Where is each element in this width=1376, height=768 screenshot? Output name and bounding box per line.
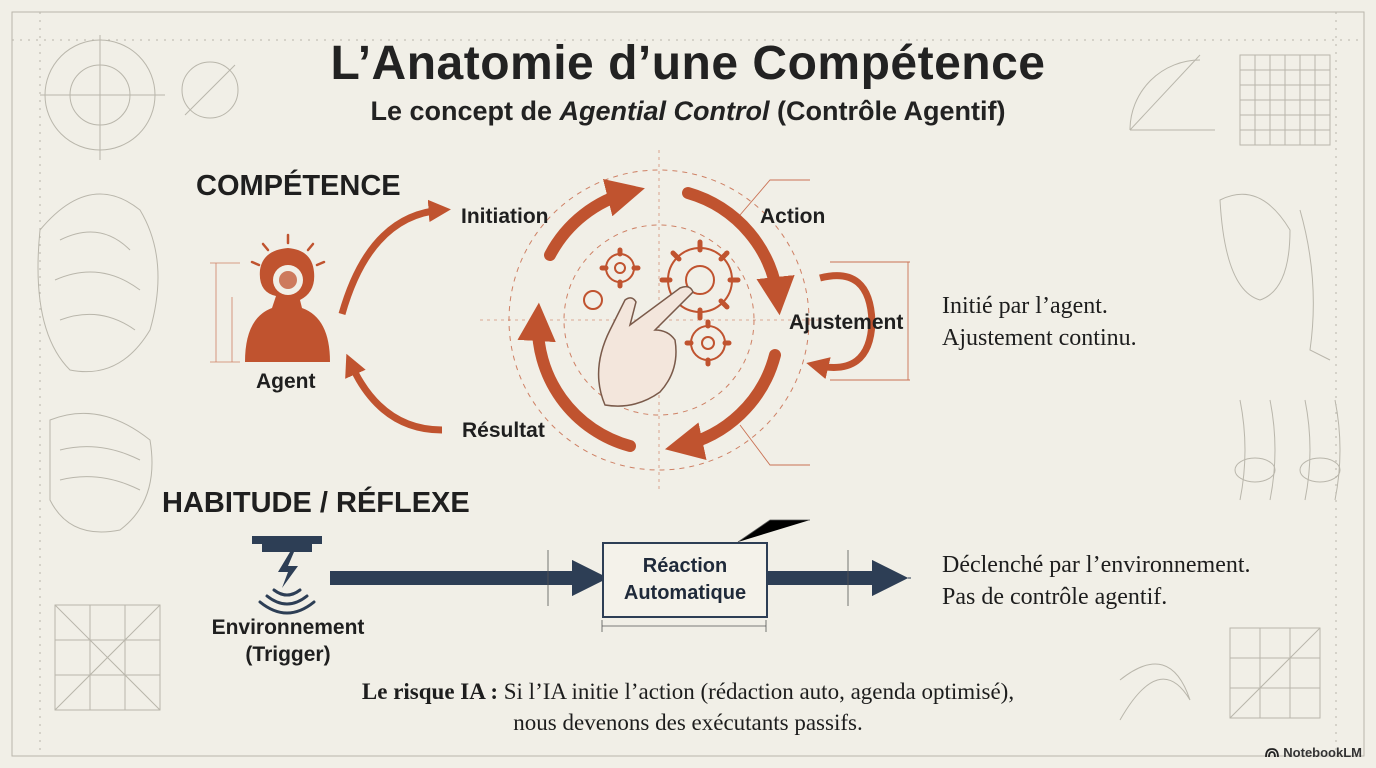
competence-description: Initié par l’agent. Ajustement continu.	[942, 290, 1137, 354]
competence-description-line-1: Initié par l’agent.	[942, 293, 1108, 319]
cycle-action-label: Action	[760, 205, 826, 228]
risk-note-line-1: Le risque IA : Si l’IA initie l’action (…	[0, 676, 1376, 707]
subtitle-italic: Agential Control	[559, 96, 770, 126]
notebooklm-logo-icon	[1265, 747, 1280, 757]
cycle-initiation-label: Initiation	[461, 205, 549, 228]
habitude-description-line-1: Déclenché par l’environnement.	[942, 552, 1251, 578]
cycle-resultat-label: Résultat	[462, 419, 545, 442]
reaction-box-line-1: Réaction	[642, 555, 728, 577]
habitude-section-label: HABITUDE / RÉFLEXE	[162, 487, 470, 519]
subtitle-prefix: Le concept de	[370, 96, 553, 126]
environment-label-line-1: Environnement	[211, 616, 365, 639]
cycle-ajustement-label: Ajustement	[789, 311, 904, 334]
reaction-box-line-2: Automatique	[623, 582, 747, 604]
risk-text-2: nous devenons des exécutants passifs.	[513, 710, 863, 735]
environment-label: Environnement (Trigger)	[188, 614, 388, 668]
habitude-description: Déclenché par l’environnement. Pas de co…	[942, 549, 1251, 613]
brand-name: NotebookLM	[1283, 745, 1362, 760]
environment-label-line-2: (Trigger)	[245, 643, 331, 666]
risk-note: Le risque IA : Si l’IA initie l’action (…	[0, 676, 1376, 738]
page-title: L’Anatomie d’une Compétence	[330, 37, 1046, 90]
agent-label: Agent	[256, 370, 316, 393]
risk-label: Le risque IA :	[361, 679, 498, 704]
competence-section-label: COMPÉTENCE	[196, 170, 401, 202]
competence-description-line-2: Ajustement continu.	[942, 325, 1137, 351]
notebooklm-watermark: NotebookLM	[1265, 745, 1362, 760]
page-subtitle: Le concept de Agential Control (Contrôle…	[0, 96, 1376, 127]
reaction-automatique-box: Réaction Automatique	[602, 542, 768, 618]
habitude-description-line-2: Pas de contrôle agentif.	[942, 584, 1168, 610]
subtitle-suffix: (Contrôle Agentif)	[777, 96, 1006, 126]
risk-text-1: Si l’IA initie l’action (rédaction auto,…	[503, 679, 1015, 704]
